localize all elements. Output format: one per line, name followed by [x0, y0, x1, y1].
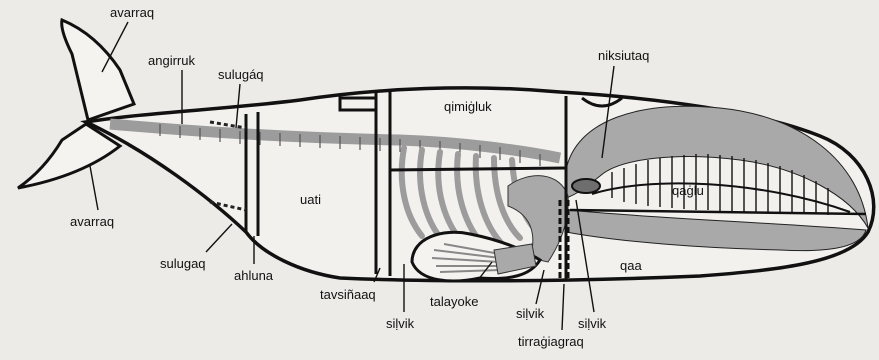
- tail-fluke-bottom: [18, 124, 120, 188]
- label-angirruk: angirruk: [148, 53, 195, 68]
- label-niksiutaq: niksiutaq: [598, 48, 649, 63]
- label-qaglu: qaġlu: [672, 183, 704, 198]
- label-qaa: qaa: [620, 258, 642, 273]
- label-uati: uati: [300, 192, 321, 207]
- label-sulugaq-top: sulugáq: [218, 67, 264, 82]
- label-ahluna: ahluna: [234, 268, 274, 283]
- label-silvik-left: siḷvik: [386, 316, 415, 331]
- label-tavsinaaq: tavsiñaaq: [320, 287, 376, 302]
- label-tirragiagraq: tirraġiagraq: [518, 334, 584, 349]
- tail-fluke-top: [62, 20, 134, 120]
- label-qimigluk: qimiġluk: [444, 99, 492, 114]
- label-sulugaq-bottom: sulugaq: [160, 256, 206, 271]
- label-avarraq-top: avarraq: [110, 5, 154, 20]
- eye: [572, 179, 600, 193]
- label-talayoke: talayoke: [430, 294, 478, 309]
- label-avarraq-bottom: avarraq: [70, 214, 114, 229]
- label-silvik-mid: siḷvik: [516, 306, 545, 321]
- label-silvik-right: siḷvik: [578, 316, 607, 331]
